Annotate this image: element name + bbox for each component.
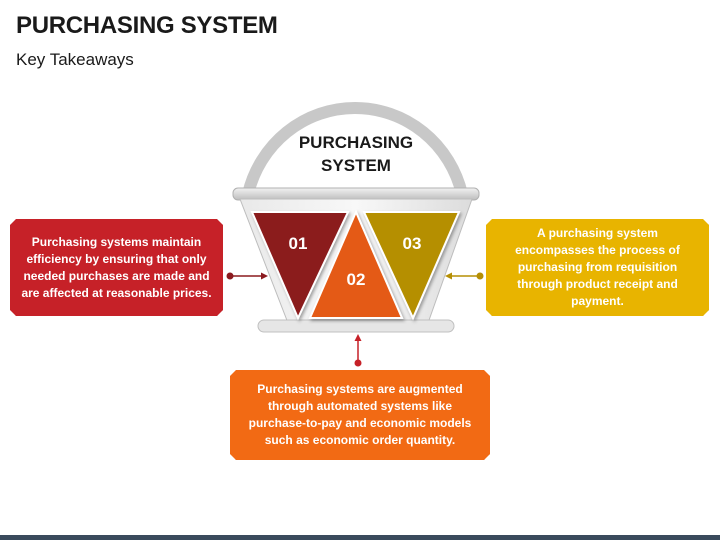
slide-subtitle: Key Takeaways — [16, 50, 134, 69]
right-connector — [445, 272, 484, 280]
basket-handle — [242, 101, 468, 200]
segment-02-triangle — [308, 209, 404, 319]
takeaway-card-bottom: Purchasing systems are augmented through… — [230, 370, 490, 460]
segment-03-triangle — [362, 211, 461, 321]
bottom-connector — [354, 334, 362, 367]
basket-label-line1: PURCHASING — [299, 133, 413, 152]
segment-02-number: 02 — [347, 270, 366, 289]
segment-01-triangle — [250, 211, 350, 321]
segment-03-number: 03 — [403, 234, 422, 253]
takeaway-card-left: Purchasing systems maintain efficiency b… — [10, 219, 223, 316]
takeaway-card-right: A purchasing system encompasses the proc… — [486, 219, 709, 316]
basket-label-line2: SYSTEM — [321, 156, 391, 175]
slide-title: PURCHASING SYSTEM — [16, 12, 278, 39]
left-connector — [226, 272, 268, 280]
basket-base — [257, 319, 455, 333]
segment-01-number: 01 — [289, 234, 308, 253]
basket-rim — [232, 187, 480, 201]
footer-bar — [0, 535, 720, 540]
